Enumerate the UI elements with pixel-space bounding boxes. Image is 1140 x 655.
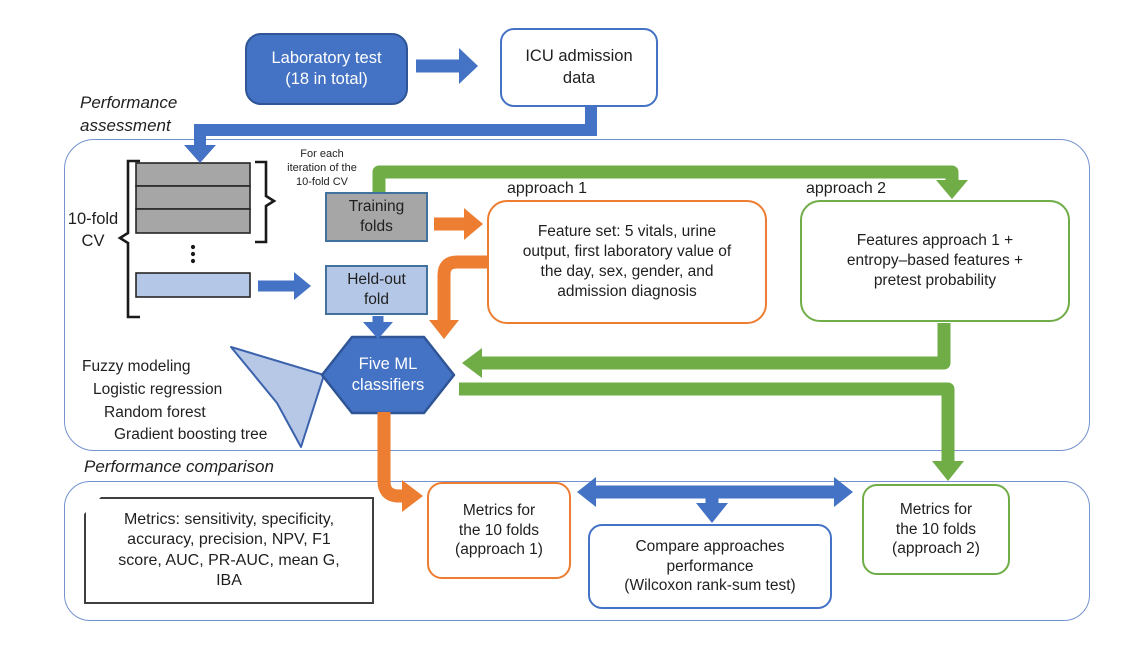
compare-approaches-node: Compare approaches performance (Wilcoxon…: [588, 524, 832, 609]
training-folds-node: Training folds: [325, 192, 428, 242]
classifier-item: Logistic regression: [93, 380, 223, 398]
held-out-fold-node: Held-out fold: [325, 265, 428, 315]
classifier-item: Gradient boosting tree: [114, 426, 268, 444]
classifier-list: Fuzzy modeling Logistic regression Rando…: [82, 356, 267, 447]
approach1-label: approach 1: [507, 180, 588, 197]
approach2-label: approach 2: [806, 180, 887, 197]
metrics-approach1-node: Metrics for the 10 folds (approach 1): [427, 482, 571, 579]
metrics-approach2-node: Metrics for the 10 folds (approach 2): [862, 484, 1010, 575]
ten-fold-cv-label: 10-fold CV: [67, 210, 119, 251]
performance-comparison-label: Performance comparison: [84, 457, 274, 476]
performance-assessment-label: Performance assessment: [80, 93, 178, 135]
arrow-lab-to-icu: [416, 48, 478, 84]
classifier-item: Fuzzy modeling: [82, 358, 191, 375]
laboratory-test-node: Laboratory test (18 in total): [245, 33, 408, 105]
for-each-iteration-label: For each iteration of the 10-fold CV: [287, 148, 357, 188]
five-ml-classifiers-label: Five ML classifiers: [351, 355, 425, 394]
classifier-item: Random forest: [104, 403, 206, 421]
feature-set-approach1-node: Feature set: 5 vitals, urine output, fir…: [487, 200, 767, 324]
feature-set-approach2-node: Features approach 1 + entropy–based feat…: [800, 200, 1070, 322]
metrics-definition-node: Metrics: sensitivity, specificity, accur…: [84, 497, 374, 604]
icu-admission-data-node: ICU admission data: [500, 28, 658, 107]
